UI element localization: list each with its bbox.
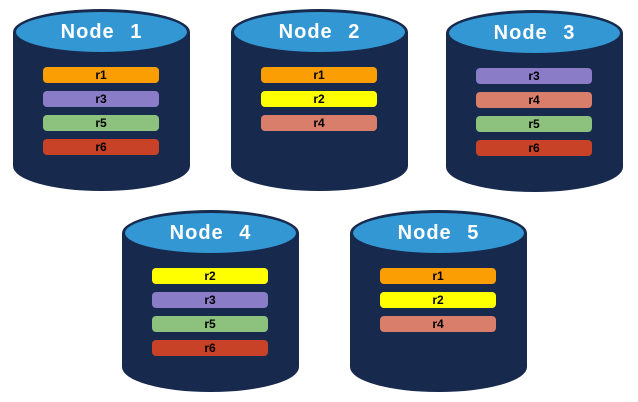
cylinder-top: Node 1	[13, 9, 190, 55]
replica-bar-r2: r2	[152, 268, 268, 284]
node-title: Node 1	[60, 20, 143, 43]
cylinder-body	[13, 32, 190, 191]
cylinder-top: Node 3	[446, 10, 623, 56]
cylinder-top: Node 5	[350, 210, 527, 256]
cylinder-body	[122, 233, 299, 392]
replica-bar-r6: r6	[152, 340, 268, 356]
replica-bar-r1: r1	[380, 268, 496, 284]
cylinder-body	[446, 33, 623, 192]
database-node-5: Node 5 r1 r2 r4	[350, 210, 527, 392]
replica-bar-r5: r5	[476, 116, 592, 132]
replica-bar-r3: r3	[152, 292, 268, 308]
replica-bar-r4: r4	[476, 92, 592, 108]
node-title: Node 3	[493, 21, 576, 44]
replica-bar-r5: r5	[152, 316, 268, 332]
replica-list: r2 r3 r5 r6	[152, 268, 268, 364]
replica-list: r1 r2 r4	[380, 268, 496, 340]
cylinder-top: Node 2	[231, 9, 408, 55]
replica-bar-r1: r1	[261, 67, 377, 83]
replica-bar-r3: r3	[476, 68, 592, 84]
node-title: Node 2	[278, 20, 361, 43]
cylinder-top: Node 4	[122, 210, 299, 256]
database-node-1: Node 1 r1 r3 r5 r6	[13, 9, 190, 191]
cylinder-body	[350, 233, 527, 392]
node-title: Node 4	[169, 221, 252, 244]
replica-bar-r2: r2	[261, 91, 377, 107]
node-title: Node 5	[397, 221, 480, 244]
database-node-3: Node 3 r3 r4 r5 r6	[446, 10, 623, 192]
replica-list: r1 r3 r5 r6	[43, 67, 159, 163]
replica-bar-r5: r5	[43, 115, 159, 131]
replica-bar-r6: r6	[43, 139, 159, 155]
replica-bar-r6: r6	[476, 140, 592, 156]
replica-bar-r2: r2	[380, 292, 496, 308]
cylinder-body	[231, 32, 408, 191]
database-node-2: Node 2 r1 r2 r4	[231, 9, 408, 191]
database-node-4: Node 4 r2 r3 r5 r6	[122, 210, 299, 392]
replica-list: r3 r4 r5 r6	[476, 68, 592, 164]
replica-bar-r4: r4	[380, 316, 496, 332]
replica-bar-r3: r3	[43, 91, 159, 107]
replica-list: r1 r2 r4	[261, 67, 377, 139]
replica-bar-r4: r4	[261, 115, 377, 131]
replica-bar-r1: r1	[43, 67, 159, 83]
